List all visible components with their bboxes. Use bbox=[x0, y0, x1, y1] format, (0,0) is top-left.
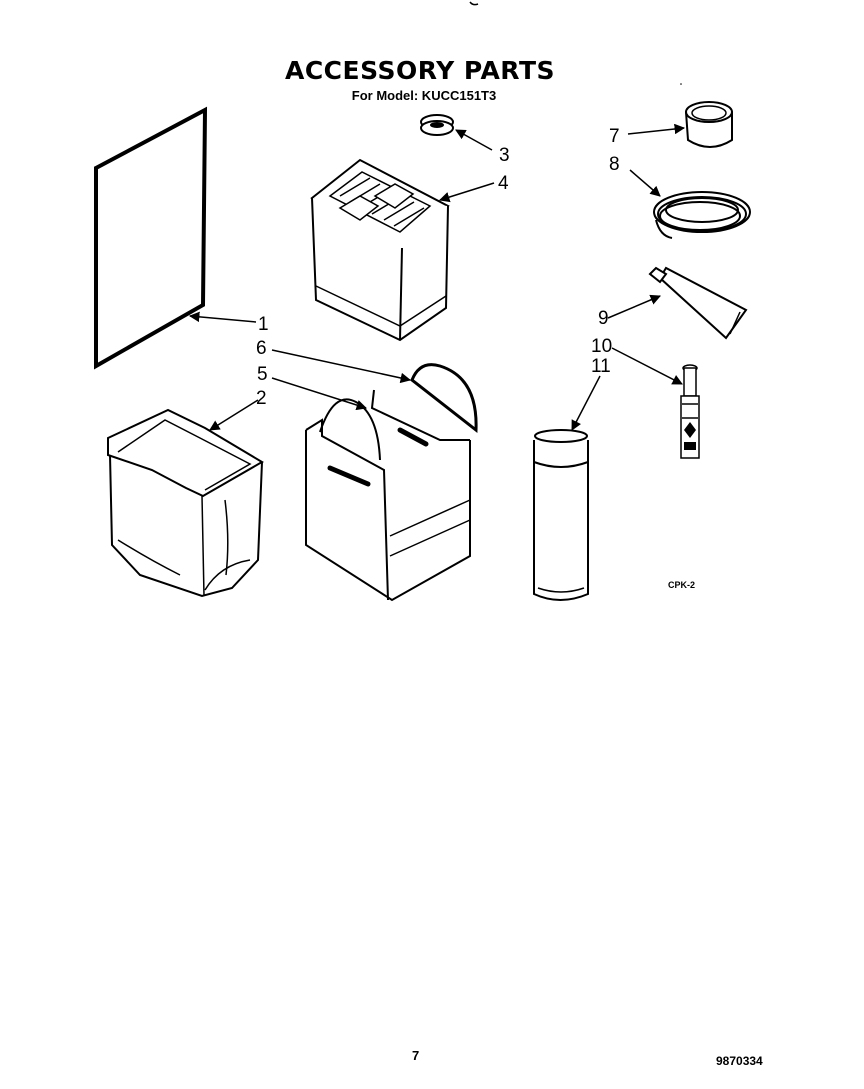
part-4-container bbox=[310, 158, 450, 342]
part-7-cap bbox=[685, 101, 733, 148]
part-1-sheet bbox=[94, 106, 208, 370]
part-10-pump bbox=[680, 364, 700, 459]
callout-10: 10 bbox=[591, 336, 612, 357]
callout-6: 6 bbox=[256, 338, 267, 359]
callout-9: 9 bbox=[598, 308, 609, 329]
page-number: 7 bbox=[412, 1048, 420, 1063]
callout-1: 1 bbox=[258, 314, 269, 335]
document-number: 9870334 bbox=[716, 1054, 763, 1068]
callout-11: 11 bbox=[591, 356, 611, 377]
callout-3: 3 bbox=[499, 145, 510, 166]
scan-mark bbox=[469, 1, 479, 6]
model-subtitle: For Model: KUCC151T3 bbox=[351, 88, 497, 103]
callout-4: 4 bbox=[498, 173, 509, 194]
part-5-bag-holder bbox=[305, 389, 471, 602]
part-3-ring bbox=[420, 114, 454, 136]
leader-lines bbox=[188, 123, 686, 431]
part-2-bag bbox=[107, 408, 264, 598]
scan-dot bbox=[680, 83, 682, 85]
callout-2: 2 bbox=[256, 388, 267, 409]
part-11-spray-can bbox=[533, 429, 589, 601]
part-8-cord bbox=[653, 191, 751, 239]
callout-7: 7 bbox=[609, 126, 620, 147]
page-title: ACCESSORY PARTS bbox=[284, 56, 555, 85]
part-9-tube bbox=[648, 266, 748, 340]
part-6-flap bbox=[410, 363, 478, 433]
figure-code: CPK-2 bbox=[668, 580, 695, 590]
callout-8: 8 bbox=[609, 154, 620, 175]
callout-5: 5 bbox=[257, 364, 268, 385]
